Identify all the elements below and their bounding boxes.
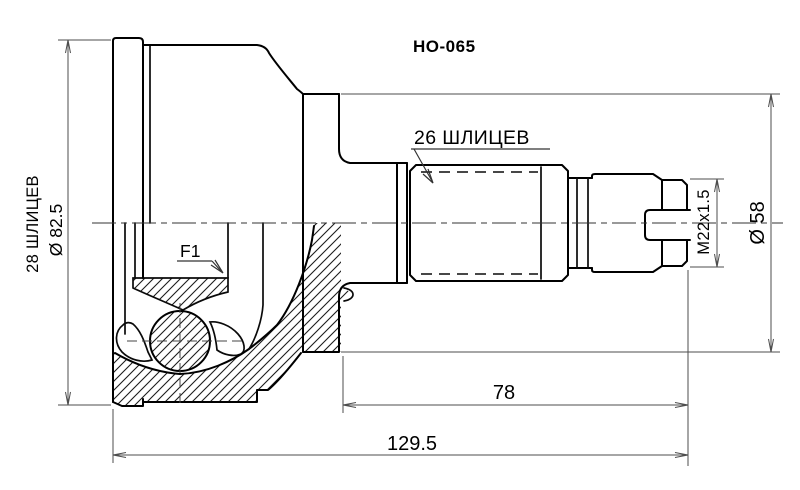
cage-seat-edge	[248, 222, 264, 350]
arrow-left	[112, 452, 127, 458]
drawing-title: HO-065	[413, 37, 476, 56]
dimension-bell-diameter: 28 ШЛИЦЕВ Ø 82.5	[24, 39, 111, 406]
leader-arrow	[210, 259, 224, 274]
arrow-up	[714, 178, 720, 193]
inner-race-section	[132, 277, 229, 311]
thread-outline-top	[591, 173, 663, 181]
cavity-back-curve	[248, 225, 315, 350]
bell-body-top	[143, 44, 340, 95]
thread-spec-label: M22x1.5	[695, 189, 713, 254]
stake-end	[644, 179, 691, 267]
shaft-length-label: 78	[493, 382, 515, 404]
pilot-outline	[661, 179, 688, 267]
leader-arrow	[422, 168, 434, 184]
outer-spline-count-label: 26 ШЛИЦЕВ	[414, 127, 530, 149]
leader-line	[211, 260, 222, 272]
arrow-down	[714, 253, 720, 268]
ball-track-arc	[114, 348, 250, 375]
bell-band-outline	[112, 37, 144, 403]
arrow-right	[674, 452, 689, 458]
arrow-left	[342, 402, 357, 408]
spline-outline	[409, 164, 569, 282]
bell-wall-section	[113, 223, 350, 406]
arrow-up	[65, 39, 71, 54]
bell-back-face-top	[338, 93, 398, 164]
flange-ref-label: F1	[180, 241, 200, 261]
inner-spline-count-label: 28 ШЛИЦЕВ	[24, 175, 42, 273]
cage-right-lobe	[208, 321, 245, 357]
thread-outline-bottom	[591, 265, 663, 273]
arrow-up	[768, 93, 774, 108]
note-outer-splines: 26 ШЛИЦЕВ	[411, 127, 550, 184]
bell-internals	[114, 222, 315, 408]
boot-groove-notch	[343, 287, 354, 302]
dimension-length-78: 78	[342, 270, 689, 466]
bell-body-bottom	[142, 352, 302, 403]
leader-line	[413, 148, 433, 182]
bell-diameter-label: Ø 82.5	[46, 204, 66, 257]
overall-length-label: 129.5	[387, 433, 437, 455]
section-hatching	[113, 223, 350, 406]
dimension-thread: M22x1.5	[690, 178, 724, 268]
ring-diameter-label: Ø 58	[747, 201, 769, 244]
shaft	[396, 162, 691, 284]
bell-housing	[112, 37, 398, 407]
arrow-right	[674, 402, 689, 408]
bell-back-face-bottom	[302, 282, 398, 353]
arrow-down	[65, 391, 71, 406]
spline-section	[409, 164, 569, 282]
dimension-ring-diameter: Ø 58	[341, 93, 780, 353]
note-f1: F1	[177, 241, 224, 274]
cage-left-lobe	[115, 321, 154, 362]
stake-slot	[644, 209, 691, 241]
arrow-down	[768, 338, 774, 353]
thread-section	[591, 173, 663, 273]
dimension-overall-length: 129.5	[112, 409, 689, 463]
